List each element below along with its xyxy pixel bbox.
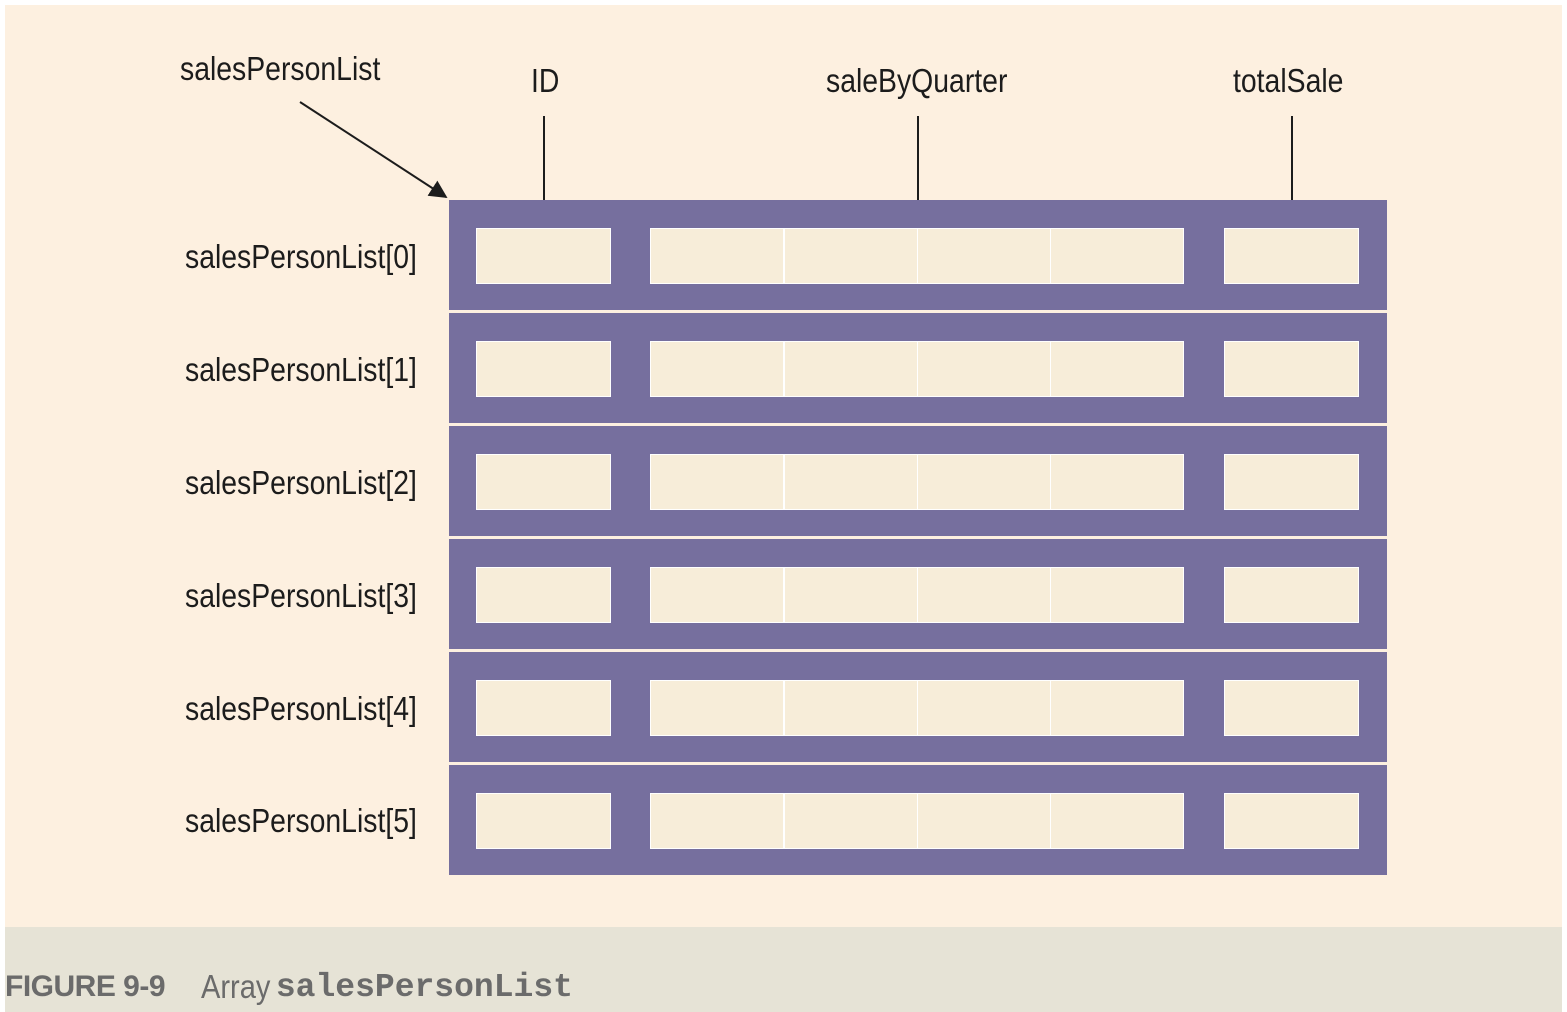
row-label-3: salesPersonList[3] <box>185 577 417 614</box>
id-cell <box>476 680 611 736</box>
row-label-0: salesPersonList[0] <box>185 238 417 275</box>
struct-row-0 <box>449 200 1387 310</box>
quarter-cell-3 <box>917 793 1051 849</box>
quarter-cell-4 <box>1050 454 1184 510</box>
struct-row-3 <box>449 539 1387 649</box>
total-sale-cell <box>1224 680 1359 736</box>
total-sale-cell <box>1224 454 1359 510</box>
figure-number: FIGURE 9-9 <box>5 970 166 1003</box>
field-label-total-sale: totalSale <box>1233 62 1344 99</box>
struct-array <box>449 200 1387 876</box>
total-sale-cell <box>1224 793 1359 849</box>
quarter-cell-3 <box>917 228 1051 284</box>
id-cell <box>476 341 611 397</box>
row-label-2: salesPersonList[2] <box>185 464 417 501</box>
struct-row-5 <box>449 765 1387 875</box>
id-cell <box>476 454 611 510</box>
quarter-cell-2 <box>784 228 918 284</box>
quarter-cell-3 <box>917 341 1051 397</box>
quarter-cell-2 <box>784 567 918 623</box>
pointer-label: salesPersonList <box>180 50 381 87</box>
quarter-cell-4 <box>1050 793 1184 849</box>
quarter-cell-3 <box>917 567 1051 623</box>
field-label-id: ID <box>531 62 560 99</box>
quarter-cell-3 <box>917 680 1051 736</box>
id-cell <box>476 228 611 284</box>
quarter-cell-2 <box>784 341 918 397</box>
row-label-5: salesPersonList[5] <box>185 802 417 839</box>
struct-row-4 <box>449 652 1387 762</box>
struct-row-2 <box>449 426 1387 536</box>
quarter-cell-3 <box>917 454 1051 510</box>
id-cell <box>476 793 611 849</box>
caption-code: salesPersonList <box>275 968 573 1006</box>
pointer-arrow <box>299 101 448 198</box>
quarter-cell-4 <box>1050 228 1184 284</box>
quarter-cell-4 <box>1050 567 1184 623</box>
row-label-1: salesPersonList[1] <box>185 351 417 388</box>
row-label-4: salesPersonList[4] <box>185 690 417 727</box>
caption-bar <box>5 927 1562 1012</box>
total-sale-cell <box>1224 341 1359 397</box>
caption-text: Array <box>201 968 271 1005</box>
quarter-cell-4 <box>1050 680 1184 736</box>
quarter-cell-1 <box>650 228 784 284</box>
quarter-cell-4 <box>1050 341 1184 397</box>
quarter-cell-2 <box>784 454 918 510</box>
struct-row-1 <box>449 313 1387 423</box>
quarter-cell-1 <box>650 567 784 623</box>
quarter-cell-2 <box>784 793 918 849</box>
quarter-cell-1 <box>650 793 784 849</box>
quarter-cell-1 <box>650 341 784 397</box>
quarter-cell-2 <box>784 680 918 736</box>
field-label-sale-by-quarter: saleByQuarter <box>826 62 1008 99</box>
figure-caption: FIGURE 9-9 Array salesPersonList <box>5 962 573 1012</box>
total-sale-cell <box>1224 567 1359 623</box>
quarter-cell-1 <box>650 680 784 736</box>
total-sale-cell <box>1224 228 1359 284</box>
quarter-cell-1 <box>650 454 784 510</box>
id-cell <box>476 567 611 623</box>
